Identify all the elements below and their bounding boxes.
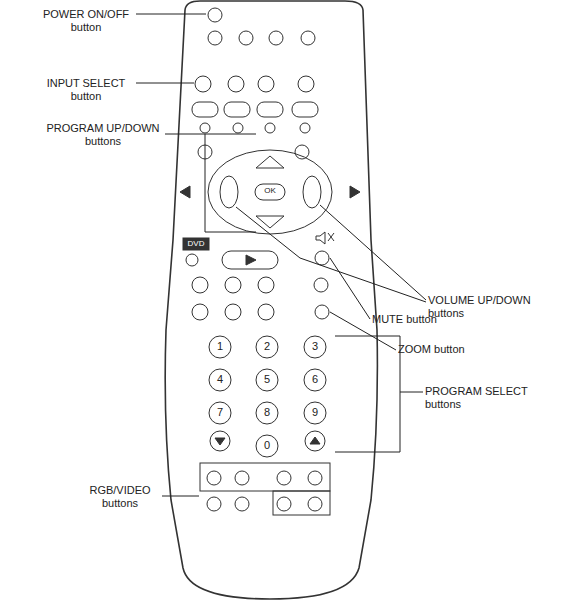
- button-label: OK: [255, 186, 285, 196]
- navigation-pad: [180, 150, 360, 234]
- digit-label: 6: [304, 373, 326, 386]
- remote-body: [165, 1, 377, 599]
- button-label: DVD: [183, 239, 209, 249]
- digit-label: 2: [256, 340, 278, 353]
- digit-label: 5: [256, 373, 278, 386]
- top-buttons: [192, 8, 318, 159]
- leader-lines: [136, 14, 426, 496]
- digit-label: 7: [209, 406, 231, 419]
- callout-label: PROGRAM SELECT buttons: [425, 385, 537, 411]
- callout-label: INPUT SELECT button: [38, 77, 134, 103]
- bottom-buttons: [200, 463, 330, 515]
- digit-label: 8: [256, 406, 278, 419]
- callout-label: VOLUME UP/DOWN buttons: [428, 294, 532, 320]
- digit-label: 1: [209, 340, 231, 353]
- callout-label: RGB/VIDEO buttons: [80, 484, 160, 510]
- callout-label: POWER ON/OFF button: [38, 8, 134, 34]
- callout-label: ZOOM button: [398, 343, 488, 356]
- callout-label: PROGRAM UP/DOWN buttons: [44, 122, 162, 148]
- digit-label: 3: [304, 340, 326, 353]
- dvd-buttons: [183, 232, 334, 320]
- number-pad: [209, 336, 326, 457]
- digit-label: 0: [256, 439, 278, 452]
- callout-label: MUTE button: [372, 313, 462, 326]
- digit-label: 4: [209, 373, 231, 386]
- digit-label: 9: [304, 406, 326, 419]
